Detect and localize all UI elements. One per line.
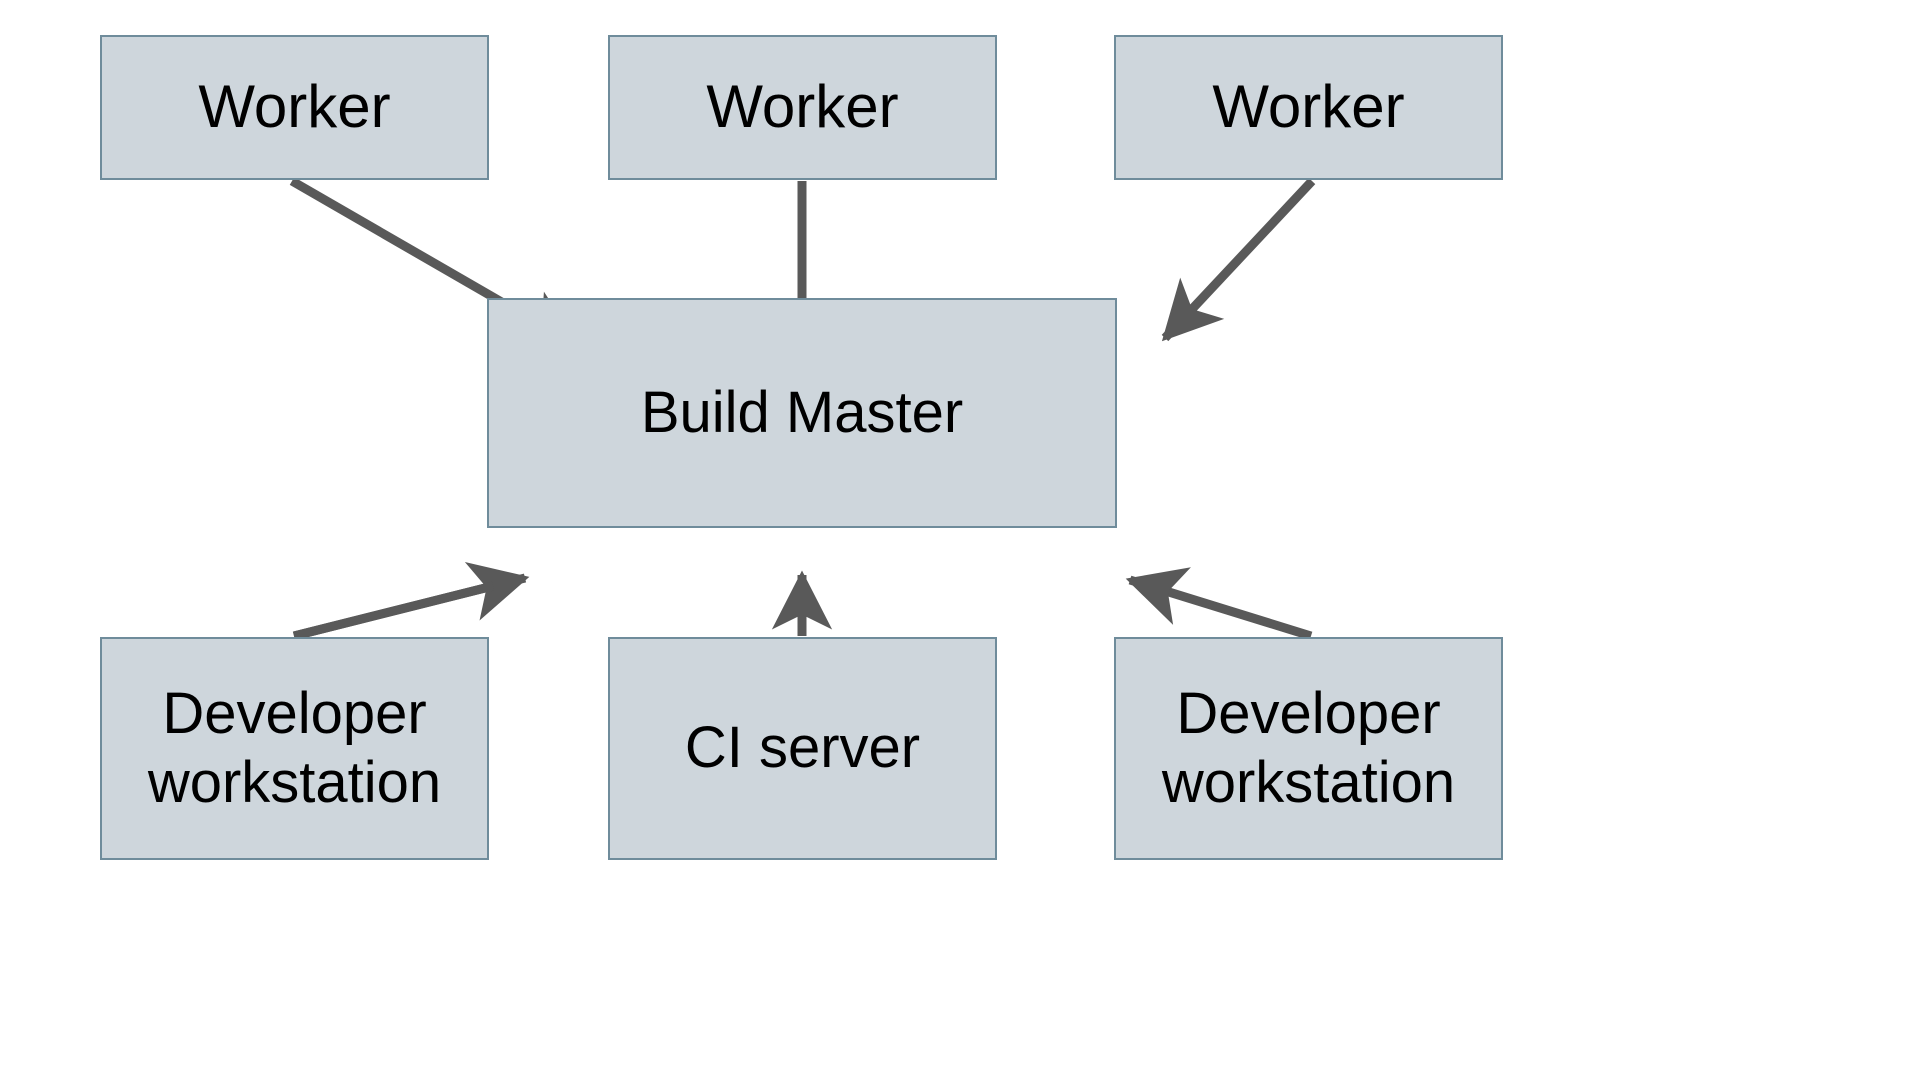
node-worker-2[interactable]: Worker [608, 35, 997, 180]
node-worker-1-label: Worker [198, 73, 391, 141]
node-worker-3-label: Worker [1212, 73, 1405, 141]
node-developer-workstation-left-label: Developer workstation [147, 681, 442, 815]
node-worker-2-label: Worker [706, 73, 899, 141]
node-developer-workstation-right-label: Developer workstation [1161, 681, 1456, 815]
node-ci-server[interactable]: CI server [608, 637, 997, 860]
node-ci-server-label: CI server [684, 715, 921, 781]
node-build-master-label: Build Master [640, 379, 964, 445]
node-worker-3[interactable]: Worker [1114, 35, 1503, 180]
node-build-master[interactable]: Build Master [487, 298, 1117, 528]
node-developer-workstation-left[interactable]: Developer workstation [100, 637, 489, 860]
edge-worker3-to-master [1161, 177, 1316, 342]
node-developer-workstation-right[interactable]: Developer workstation [1114, 637, 1503, 860]
edge-devwsleft-to-master-shaft [292, 581, 495, 641]
edge-devwsright-to-master [1125, 567, 1313, 641]
node-worker-1[interactable]: Worker [100, 35, 489, 180]
